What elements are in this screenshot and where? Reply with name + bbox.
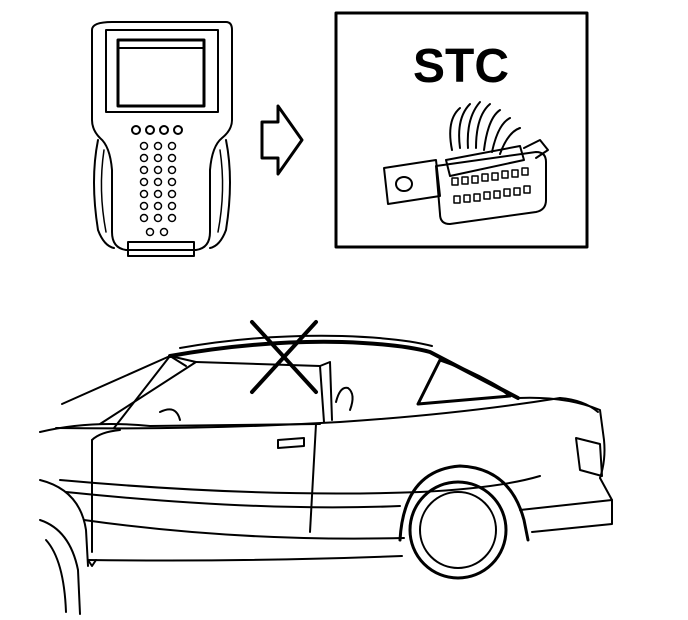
connector-panel-label: STC [413,40,509,93]
connector-panel-frame [334,11,589,249]
connector-panel: STC [334,11,589,249]
arrow-right-icon [260,104,304,176]
cross-icon [250,320,318,394]
convertible-car-icon [39,334,613,615]
data-link-connector-icon [383,101,549,225]
scan-tool-icon [91,21,233,257]
